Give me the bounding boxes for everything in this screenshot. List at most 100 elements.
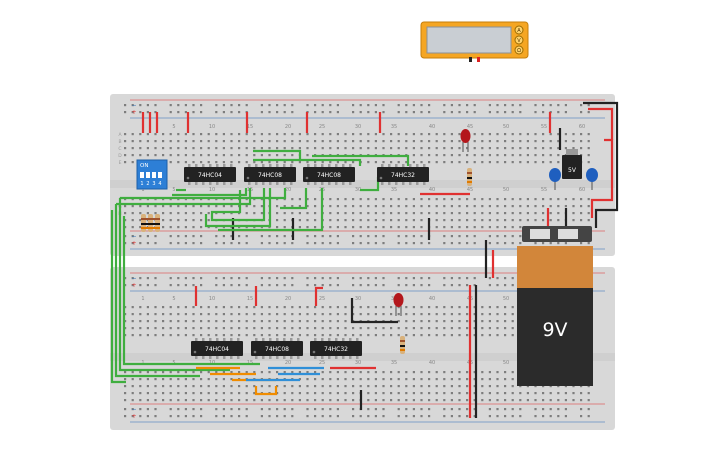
column-number: 5	[172, 296, 175, 302]
column-number: 50	[503, 360, 509, 366]
ic-chip[interactable]: 74HC04	[191, 338, 243, 359]
ic-chip[interactable]: 74HC08	[251, 338, 303, 359]
rail-sign: +	[131, 413, 136, 420]
rail-sign: +	[131, 109, 136, 116]
meter-label-v: V	[517, 38, 521, 44]
ic-chip[interactable]: 74HC32	[377, 164, 429, 185]
column-number: 20	[285, 124, 291, 130]
column-number: 20	[285, 360, 291, 366]
led-resistor-bottom[interactable]	[400, 336, 405, 354]
led-top[interactable]	[460, 129, 471, 152]
chip-label: 74HC32	[324, 346, 348, 353]
column-number: 10	[209, 296, 215, 302]
column-number: 10	[209, 124, 215, 130]
ic-chip[interactable]: 74HC32	[310, 338, 362, 359]
battery-9v[interactable]: 9V	[517, 226, 593, 386]
chip-label: 74HC08	[258, 172, 282, 179]
column-number: 45	[467, 187, 473, 193]
breadboard-bottom	[110, 267, 615, 430]
column-number: 30	[355, 124, 361, 130]
dip-position-2: 2	[146, 181, 149, 187]
column-number: 10	[209, 187, 215, 193]
column-number: 40	[429, 360, 435, 366]
column-number: 50	[503, 187, 509, 193]
column-number: 60	[579, 187, 585, 193]
ic-chip[interactable]: 74HC08	[303, 164, 355, 185]
column-number: 35	[391, 360, 397, 366]
column-number: 30	[355, 296, 361, 302]
breadboard-top	[110, 94, 615, 256]
led-bottom[interactable]	[393, 293, 404, 316]
multimeter[interactable]: A V Ω	[420, 21, 529, 62]
battery-label: 9V	[542, 319, 567, 341]
chip-label: 74HC04	[198, 172, 222, 179]
column-number: 35	[391, 124, 397, 130]
column-number: 20	[285, 187, 291, 193]
column-number: 45	[467, 124, 473, 130]
rail-sign: −	[131, 102, 136, 109]
dip-switch-on-label: ON	[140, 163, 148, 169]
chip-label: 74HC08	[265, 346, 289, 353]
column-number: 40	[429, 296, 435, 302]
voltage-regulator[interactable]: 5V	[562, 149, 582, 179]
chip-label: 74HC32	[391, 172, 415, 179]
power-wires	[468, 101, 619, 418]
column-number: 25	[319, 296, 325, 302]
chip-label: 74HC04	[205, 346, 229, 353]
meter-label-a: A	[517, 28, 521, 34]
row-letter: A	[118, 132, 122, 138]
row-letter: E	[119, 160, 122, 166]
pull-down-resistors[interactable]	[141, 214, 160, 232]
bottom-chips: 74HC04 74HC08 74HC32	[191, 338, 362, 359]
column-number: 50	[503, 296, 509, 302]
rail-sign: −	[131, 406, 136, 413]
column-number: 30	[355, 187, 361, 193]
rail-sign: +	[131, 282, 136, 289]
column-number: 5	[172, 187, 175, 193]
column-number: 25	[319, 124, 325, 130]
meter-button-v[interactable]	[514, 35, 524, 45]
column-number: 55	[541, 187, 547, 193]
meter-button-ohm[interactable]	[514, 45, 524, 55]
column-numbers: 1510152025303540455055601510152025303540…	[118, 124, 585, 366]
ic-chip[interactable]: 74HC04	[184, 164, 236, 185]
dip-toggle-4[interactable]	[158, 172, 162, 178]
dip-switch[interactable]: ON 1 2 3 4	[136, 159, 168, 190]
rail-sign: −	[131, 233, 136, 240]
column-number: 55	[541, 124, 547, 130]
column-number: 40	[429, 124, 435, 130]
dip-toggle-1[interactable]	[140, 172, 144, 178]
capacitors[interactable]	[549, 168, 598, 190]
column-number: 1	[141, 187, 144, 193]
column-number: 50	[503, 124, 509, 130]
column-number: 15	[247, 124, 253, 130]
column-number: 30	[355, 360, 361, 366]
dip-position-4: 4	[158, 181, 161, 187]
top-chips: 74HC04 74HC08 74HC08 74HC32	[184, 164, 429, 185]
led-resistor-top[interactable]	[467, 168, 472, 186]
dip-toggle-2[interactable]	[146, 172, 150, 178]
meter-label-ohm: Ω	[517, 48, 521, 54]
column-number: 40	[429, 187, 435, 193]
ic-chip[interactable]: 74HC08	[244, 164, 296, 185]
meter-button-a[interactable]	[514, 25, 524, 35]
column-number: 15	[247, 296, 253, 302]
regulator-label: 5V	[568, 167, 577, 174]
row-letter: B	[118, 139, 121, 145]
row-letter: D	[118, 153, 122, 159]
bottom-board-wires	[194, 286, 398, 410]
green-wires	[110, 149, 410, 384]
column-number: 25	[319, 360, 325, 366]
dip-position-1: 1	[140, 181, 143, 187]
dip-toggle-3[interactable]	[152, 172, 156, 178]
column-number: 60	[579, 124, 585, 130]
column-number: 20	[285, 296, 291, 302]
rail-sign: −	[131, 275, 136, 282]
chip-label: 74HC08	[317, 172, 341, 179]
column-number: 5	[172, 124, 175, 130]
row-letter: C	[118, 146, 121, 152]
rail-sign: +	[131, 240, 136, 247]
dip-position-3: 3	[152, 181, 155, 187]
column-number: 35	[391, 187, 397, 193]
